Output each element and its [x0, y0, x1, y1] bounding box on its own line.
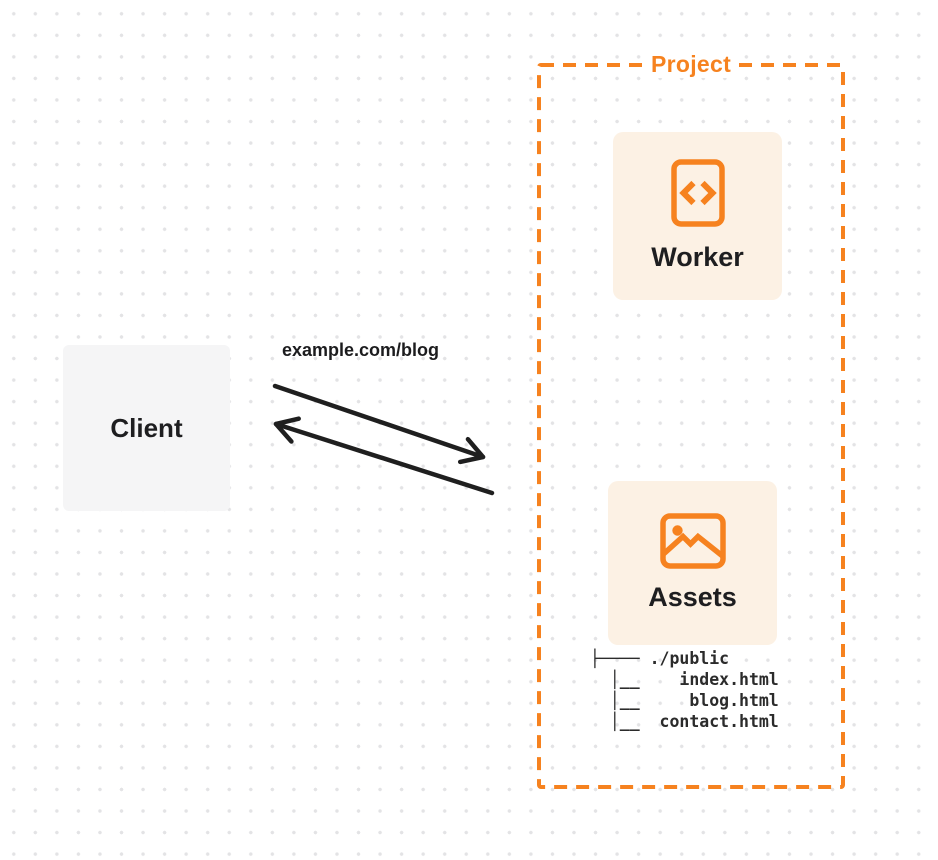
assets-label: Assets — [648, 582, 737, 612]
assets-node: Assets — [608, 481, 777, 645]
worker-label: Worker — [651, 242, 744, 272]
request-url-label: example.com/blog — [282, 340, 440, 360]
code-file-icon — [670, 159, 725, 227]
response-arrow — [273, 416, 495, 496]
worker-node: Worker — [613, 132, 782, 300]
assets-file-tree: ├──── ./public │__ index.html │__ blog.h… — [590, 649, 779, 731]
client-node: Client — [63, 345, 230, 511]
request-arrow — [272, 383, 486, 465]
client-label: Client — [110, 412, 183, 443]
project-label-row: Project — [539, 51, 843, 78]
image-icon — [659, 513, 726, 569]
project-label: Project — [643, 51, 739, 78]
